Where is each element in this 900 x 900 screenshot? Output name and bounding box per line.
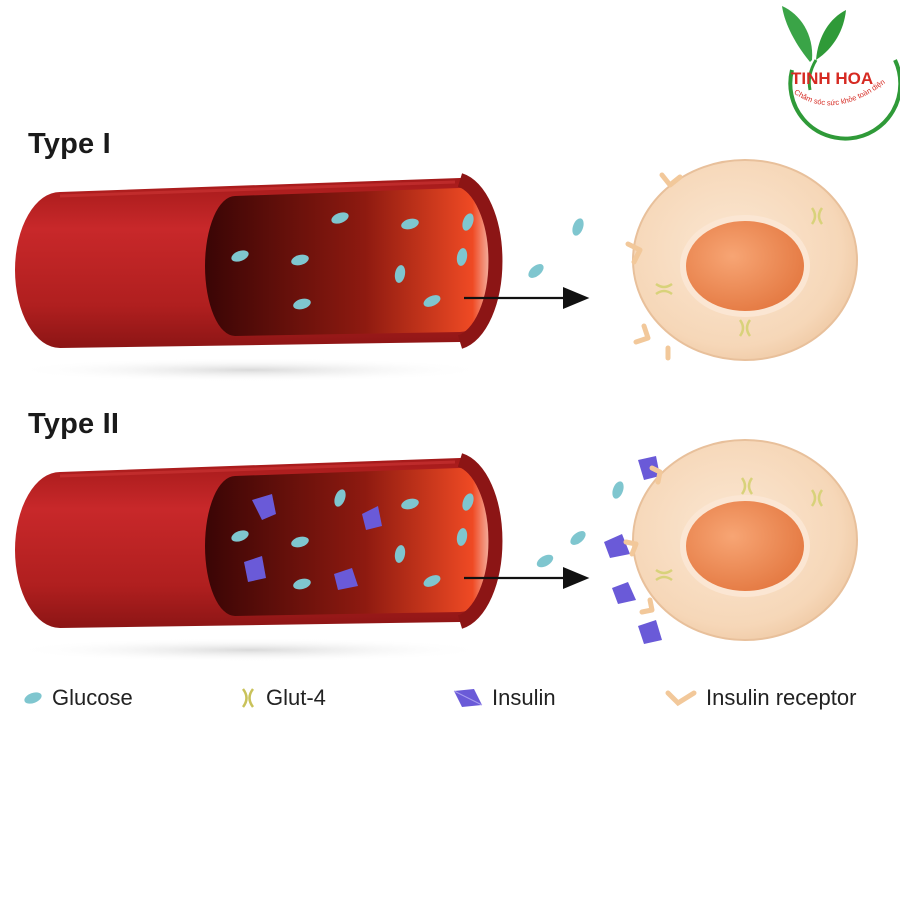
legend-label: Glucose — [52, 685, 133, 710]
insulin-icon — [362, 506, 382, 530]
blood-vessel — [15, 453, 503, 629]
glucose-icon — [456, 528, 468, 546]
glut4-icon — [738, 319, 752, 337]
insulin-receptor-icon — [639, 597, 655, 615]
glut4-icon — [740, 477, 754, 495]
type-2-scene — [10, 439, 858, 662]
logo-leaf-left — [782, 6, 813, 62]
glut4-icon — [810, 207, 824, 225]
glucose-icon — [570, 531, 586, 545]
glucose-icon — [456, 248, 468, 266]
glucose-icon — [291, 536, 309, 548]
insulin-icon — [252, 494, 276, 520]
glucose-icon — [394, 265, 406, 283]
cell — [625, 159, 858, 361]
insulin-receptor-icon — [625, 241, 643, 265]
legend-label: Glut-4 — [266, 685, 326, 710]
insulin-receptor-icon — [665, 690, 697, 707]
glucose-icon — [528, 264, 544, 278]
type-1-title: Type I — [28, 128, 111, 160]
cell-nucleus — [680, 215, 810, 317]
glucose-icon — [293, 298, 311, 310]
legend-label: Insulin — [492, 685, 556, 710]
legend-item-glucose: Glucose — [22, 680, 133, 716]
glucose-icon — [401, 498, 419, 510]
glucose-icon — [462, 493, 474, 511]
glucose-icon — [423, 295, 441, 307]
vessel-interior — [205, 468, 496, 616]
logo-name: TINH HOA — [791, 69, 873, 88]
legend-item-insulin: Insulin — [452, 680, 556, 716]
insulin-icon — [334, 568, 358, 590]
type-1-scene — [10, 159, 858, 382]
glucose-icon — [462, 213, 474, 231]
cell-nucleus — [680, 495, 810, 597]
insulin-receptor-icon — [649, 465, 663, 485]
insulin-icon — [612, 582, 636, 604]
glucose-icon — [334, 489, 346, 507]
glucose-icon — [394, 545, 406, 563]
glucose-icon — [293, 578, 311, 590]
legend-label: Insulin receptor — [706, 685, 857, 710]
glut4-icon — [655, 282, 673, 296]
insulin-icon — [638, 456, 660, 480]
glucose-icon — [572, 218, 584, 236]
insulin-receptor-icon — [623, 539, 639, 557]
legend-item-glut4: Glut-4 — [238, 680, 326, 716]
insulin-receptor-icon — [659, 172, 683, 188]
glut4-icon — [241, 688, 255, 708]
vessel-interior — [205, 188, 496, 336]
glucose-icon — [536, 554, 554, 568]
glucose-icon — [231, 530, 249, 542]
insulin-icon — [453, 689, 483, 707]
tinh-hoa-logo: TINH HOA Chăm sóc sức khỏe toàn diện — [782, 6, 900, 141]
type-2-title: Type II — [28, 408, 120, 440]
glut4-icon — [655, 568, 673, 582]
glucose-icon — [423, 575, 441, 587]
glucose-icon — [231, 250, 249, 262]
cell — [623, 439, 858, 641]
insulin-icon — [244, 556, 266, 582]
glucose-icon — [331, 212, 349, 224]
glucose-icon — [401, 218, 419, 230]
vessel-glucose — [231, 481, 624, 590]
legend-item-insulin-receptor: Insulin receptor — [664, 680, 856, 716]
legend: Glucose Glut-4 Insulin Insulin receptor — [18, 680, 898, 720]
logo-leaf-right — [816, 10, 846, 60]
glucose-icon — [612, 481, 624, 499]
vessel-insulin — [244, 456, 662, 644]
insulin-icon — [604, 534, 630, 558]
glucose-icon — [24, 692, 42, 704]
glut4-icon — [810, 489, 824, 507]
glucose-icon — [291, 254, 309, 266]
vessel-glucose — [231, 212, 584, 310]
insulin-receptor-icon — [633, 323, 651, 345]
insulin-icon — [638, 620, 662, 644]
blood-vessel — [15, 173, 503, 349]
